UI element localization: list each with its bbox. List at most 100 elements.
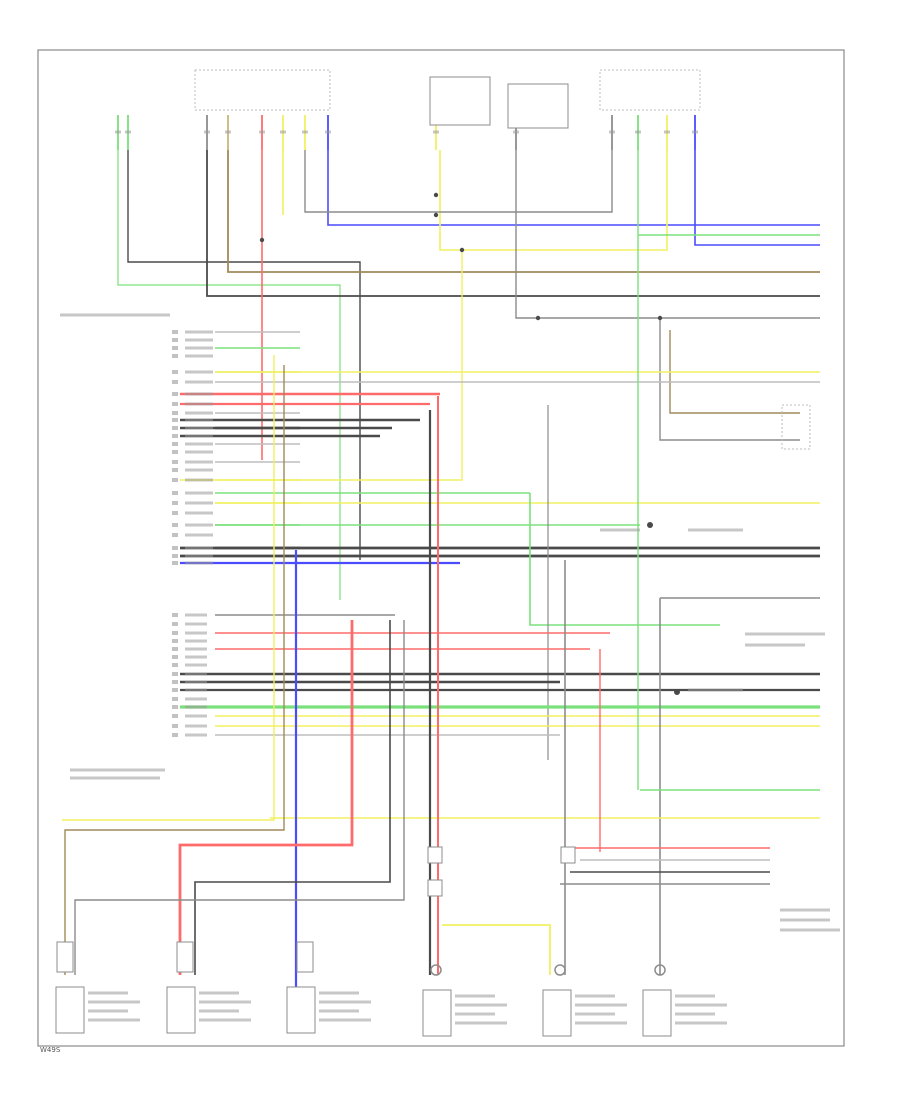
sensor-label bbox=[675, 1003, 727, 1007]
sensor-label bbox=[319, 991, 359, 995]
sensor-label bbox=[575, 1012, 615, 1016]
ecu-pin-number bbox=[172, 631, 178, 635]
ecu-pin-label bbox=[185, 402, 213, 406]
ecu-pin-number bbox=[172, 511, 178, 515]
ecu-pin-label bbox=[185, 370, 213, 374]
ecu-pin-number bbox=[172, 501, 178, 505]
splice-dot bbox=[459, 247, 465, 253]
sensor-label bbox=[199, 1009, 239, 1013]
pin-label-mark bbox=[204, 130, 210, 134]
ecu-pin-label bbox=[185, 442, 213, 446]
sensor-box bbox=[422, 989, 452, 1037]
pin-label-mark bbox=[692, 130, 698, 134]
pin-label-mark bbox=[325, 130, 331, 134]
marks-layer bbox=[60, 130, 840, 1025]
ecu-pin-number bbox=[172, 697, 178, 701]
ecu-pin-number bbox=[172, 450, 178, 454]
splice-dot bbox=[535, 315, 541, 321]
page-code: W49S bbox=[40, 1046, 61, 1054]
wire-yellow-top bbox=[439, 150, 668, 251]
wire-yellow-cam bbox=[442, 924, 551, 975]
ecu-pin-label bbox=[185, 460, 213, 464]
sensor-label bbox=[675, 994, 715, 998]
ecu-pin-number bbox=[172, 554, 178, 558]
wire-yellow-sensor-feed bbox=[62, 355, 275, 821]
pin-label-mark bbox=[513, 130, 519, 134]
pin-label-mark bbox=[433, 130, 439, 134]
section-label bbox=[688, 528, 743, 532]
pin-label-mark bbox=[115, 130, 121, 134]
ecu-pin-label bbox=[185, 733, 207, 737]
ecu-pin-number bbox=[172, 411, 178, 415]
sensor-label bbox=[455, 1012, 495, 1016]
wire-black-sensor bbox=[194, 620, 391, 975]
ecu-pin-number bbox=[172, 705, 178, 709]
ecu-pin-label bbox=[185, 426, 213, 430]
splice-dot bbox=[433, 212, 439, 218]
top-switch-box-left bbox=[194, 69, 331, 111]
pin-label-mark bbox=[280, 130, 286, 134]
ecu-pin-number bbox=[172, 639, 178, 643]
ecu-pin-label bbox=[185, 714, 207, 718]
section-label bbox=[600, 528, 640, 532]
wire-black-top bbox=[206, 150, 820, 297]
sensor-connector bbox=[176, 941, 194, 973]
pin-label-mark bbox=[125, 130, 131, 134]
ecu-pin-number bbox=[172, 478, 178, 482]
wire-gray-top bbox=[304, 150, 613, 213]
ecu-pin-label bbox=[185, 672, 207, 676]
sensor-label bbox=[88, 1018, 140, 1022]
sensor-label bbox=[455, 1003, 507, 1007]
ecu-pin-label bbox=[185, 380, 213, 384]
ecu-pin-number bbox=[172, 370, 178, 374]
ecu-pin-number bbox=[172, 491, 178, 495]
section-label bbox=[780, 918, 830, 922]
top-relay-box-right bbox=[507, 83, 569, 129]
section-label bbox=[780, 928, 840, 932]
ecu-pin-label bbox=[185, 688, 207, 692]
ground-connection-dot bbox=[647, 522, 653, 528]
ecu-pin-number bbox=[172, 460, 178, 464]
sensor-box bbox=[55, 986, 85, 1034]
sensor-label bbox=[455, 1021, 507, 1025]
sensor-label bbox=[319, 1018, 371, 1022]
ecu-pin-label bbox=[185, 468, 213, 472]
pin-label-mark bbox=[664, 130, 670, 134]
section-label bbox=[780, 908, 830, 912]
ecu-pin-number bbox=[172, 672, 178, 676]
pin-label-mark bbox=[609, 130, 615, 134]
ecu-pin-number bbox=[172, 346, 178, 350]
ecu-pin-number bbox=[172, 442, 178, 446]
ecu-pin-label bbox=[185, 680, 207, 684]
wire-blue-top bbox=[327, 150, 820, 226]
ecu-pin-number bbox=[172, 533, 178, 537]
wire-green-route bbox=[529, 493, 720, 626]
ecu-pin-number bbox=[172, 468, 178, 472]
ecu-pin-number bbox=[172, 714, 178, 718]
ecu-pin-number bbox=[172, 392, 178, 396]
ecu-pin-label bbox=[185, 697, 207, 701]
wire-gray-sensor bbox=[74, 620, 405, 975]
ecu-pin-label bbox=[185, 705, 207, 709]
top-relay-box-left bbox=[429, 76, 491, 126]
ecu-pin-label bbox=[185, 411, 213, 415]
splice-dot bbox=[657, 315, 663, 321]
sensor-box bbox=[542, 989, 572, 1037]
sensor-label bbox=[319, 1000, 371, 1004]
pin-label-mark bbox=[225, 130, 231, 134]
ecu-pin-label bbox=[185, 613, 207, 617]
ecu-pin-number bbox=[172, 426, 178, 430]
ecu-pin-number bbox=[172, 724, 178, 728]
sensor-label bbox=[88, 991, 128, 995]
pin-label-mark bbox=[259, 130, 265, 134]
sensor-terminal bbox=[554, 964, 566, 976]
section-label bbox=[745, 632, 825, 636]
ecu-pin-label bbox=[185, 546, 213, 550]
ecu-pin-number bbox=[172, 733, 178, 737]
sensor-label bbox=[455, 994, 495, 998]
relay-box bbox=[781, 404, 811, 450]
wire-blue-right bbox=[694, 150, 820, 246]
ecu-pin-label bbox=[185, 622, 207, 626]
wire-relay-feed bbox=[659, 318, 800, 441]
wire-green-loop bbox=[117, 150, 341, 600]
